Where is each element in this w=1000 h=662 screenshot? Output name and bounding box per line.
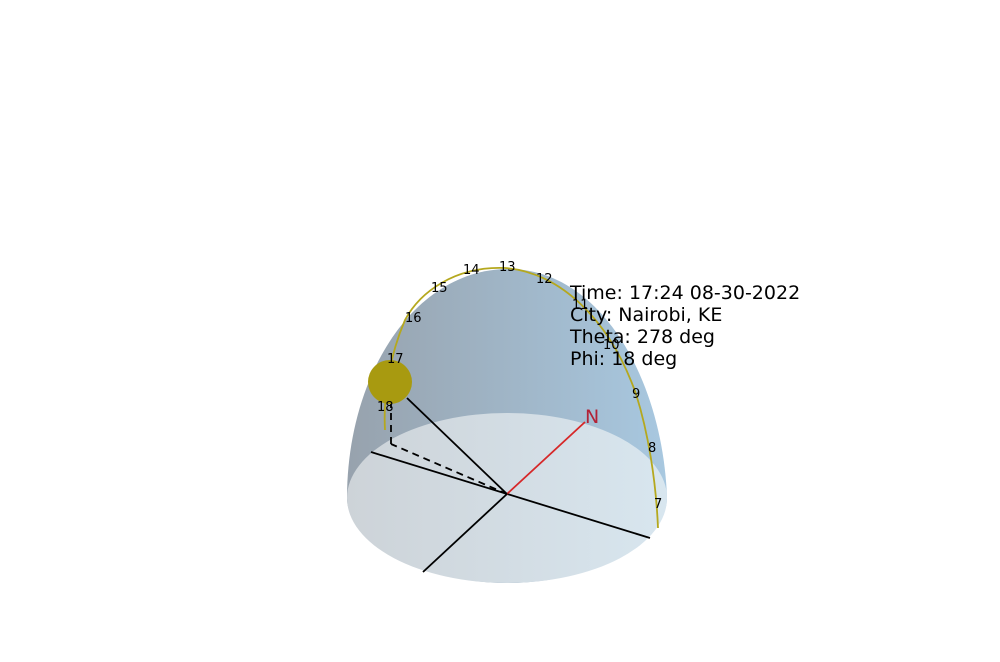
hour-label-17: 17	[387, 352, 404, 367]
hour-label-9: 9	[632, 387, 640, 402]
hour-label-18: 18	[377, 400, 394, 415]
sun-ray-line	[406, 397, 508, 495]
hour-label-11: 11	[572, 298, 589, 313]
time-text: Time: 17:24 08-30-2022	[569, 282, 800, 304]
north-label: N	[585, 406, 599, 428]
city-text: City: Nairobi, KE	[570, 304, 722, 326]
south-axis	[422, 493, 508, 573]
hour-label-16: 16	[405, 311, 422, 326]
hour-label-14: 14	[463, 263, 480, 278]
hour-label-15: 15	[431, 281, 448, 296]
sun-path-arc	[383, 267, 659, 529]
north-axis	[506, 421, 586, 495]
sun-marker	[368, 360, 412, 404]
phi-text: Phi: 18 deg	[570, 348, 677, 370]
hour-label-7: 7	[654, 497, 662, 512]
hour-labels: 7 8 9 10 11 12 13 14 15 16 17 18	[377, 260, 662, 512]
info-panel: Time: 17:24 08-30-2022 City: Nairobi, KE…	[569, 282, 800, 370]
ground-plane	[347, 413, 667, 583]
hour-label-13: 13	[499, 260, 516, 275]
east-west-axis	[370, 451, 651, 539]
hour-label-8: 8	[648, 441, 656, 456]
hour-label-12: 12	[536, 272, 553, 287]
sun-projection-line	[390, 443, 508, 495]
hour-label-10: 10	[603, 338, 620, 353]
theta-text: Theta: 278 deg	[569, 326, 715, 348]
